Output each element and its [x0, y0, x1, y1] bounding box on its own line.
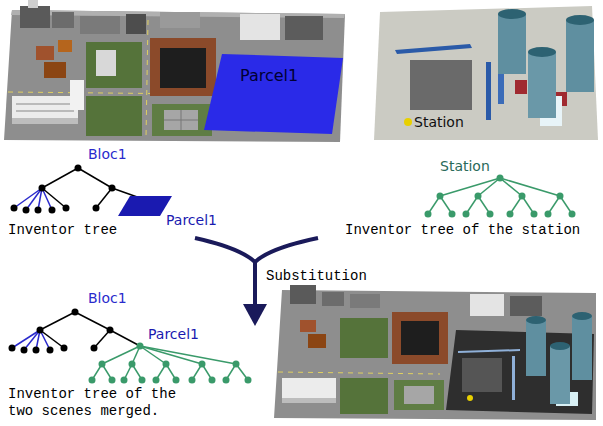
station-label: Station: [414, 114, 464, 131]
station-scene: [374, 6, 598, 140]
tree-node-name: Bloc1: [88, 290, 127, 307]
city-scene: [4, 0, 345, 142]
tree-caption: Inventor tree of the two scenes merged.: [8, 386, 193, 420]
parcel-label: Parcel1: [240, 66, 298, 85]
merged-scene: [274, 276, 596, 420]
inventor-tree: [11, 165, 173, 217]
tree-caption: Inventor tree: [8, 222, 117, 239]
merged-tree: [9, 309, 252, 384]
tree-node-name: Parcel1: [166, 212, 217, 229]
station-tree: [425, 175, 576, 218]
tree-node-name: Bloc1: [88, 146, 127, 163]
tree-node-name: Station: [440, 158, 490, 175]
arrow-label: Substitution: [264, 268, 369, 285]
tree-caption: Inventor tree of the station: [345, 222, 580, 239]
tree-node-name: Parcel1: [148, 326, 199, 343]
